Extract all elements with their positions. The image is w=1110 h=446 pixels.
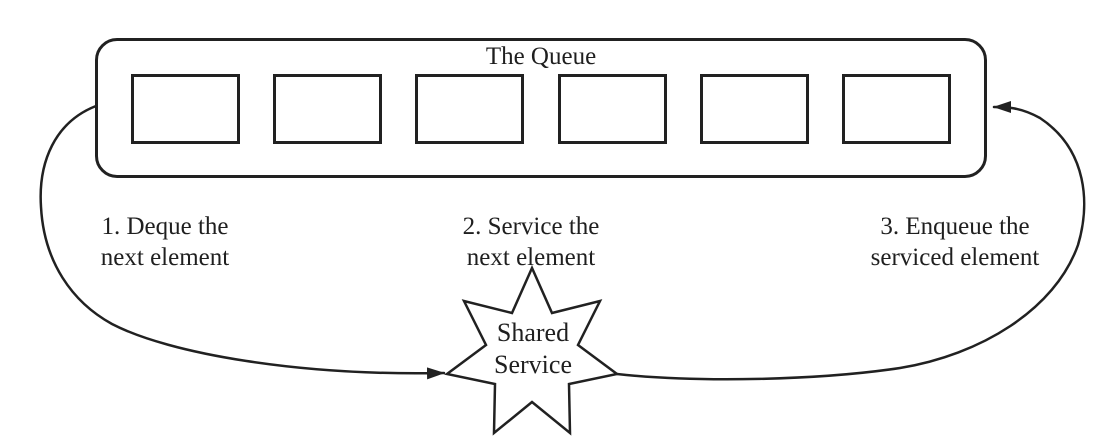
queue-slot bbox=[131, 74, 241, 144]
step-2-label: 2. Service the next element bbox=[421, 211, 641, 273]
queue-slot bbox=[415, 74, 525, 144]
queue-container: The Queue bbox=[95, 38, 987, 178]
queue-slot bbox=[841, 74, 951, 144]
queue-slots bbox=[98, 74, 984, 144]
step-3-line1: 3. Enqueue the bbox=[880, 213, 1030, 240]
step-3-label: 3. Enqueue the serviced element bbox=[835, 211, 1075, 273]
shared-service-line2: Service bbox=[494, 350, 572, 379]
step-1-line2: next element bbox=[100, 244, 230, 271]
step-1-label: 1. Deque the next element bbox=[55, 211, 275, 273]
queue-title: The Queue bbox=[485, 43, 597, 70]
queue-slot bbox=[699, 74, 809, 144]
step-2-line1: 2. Service the bbox=[462, 213, 600, 240]
queue-slot bbox=[557, 74, 667, 144]
shared-service-line1: Shared bbox=[497, 318, 569, 347]
step-2-line2: next element bbox=[466, 244, 596, 271]
step-1-line1: 1. Deque the bbox=[101, 213, 229, 240]
queue-slot bbox=[273, 74, 383, 144]
step-3-line2: serviced element bbox=[870, 244, 1040, 271]
shared-service-star bbox=[444, 264, 620, 436]
